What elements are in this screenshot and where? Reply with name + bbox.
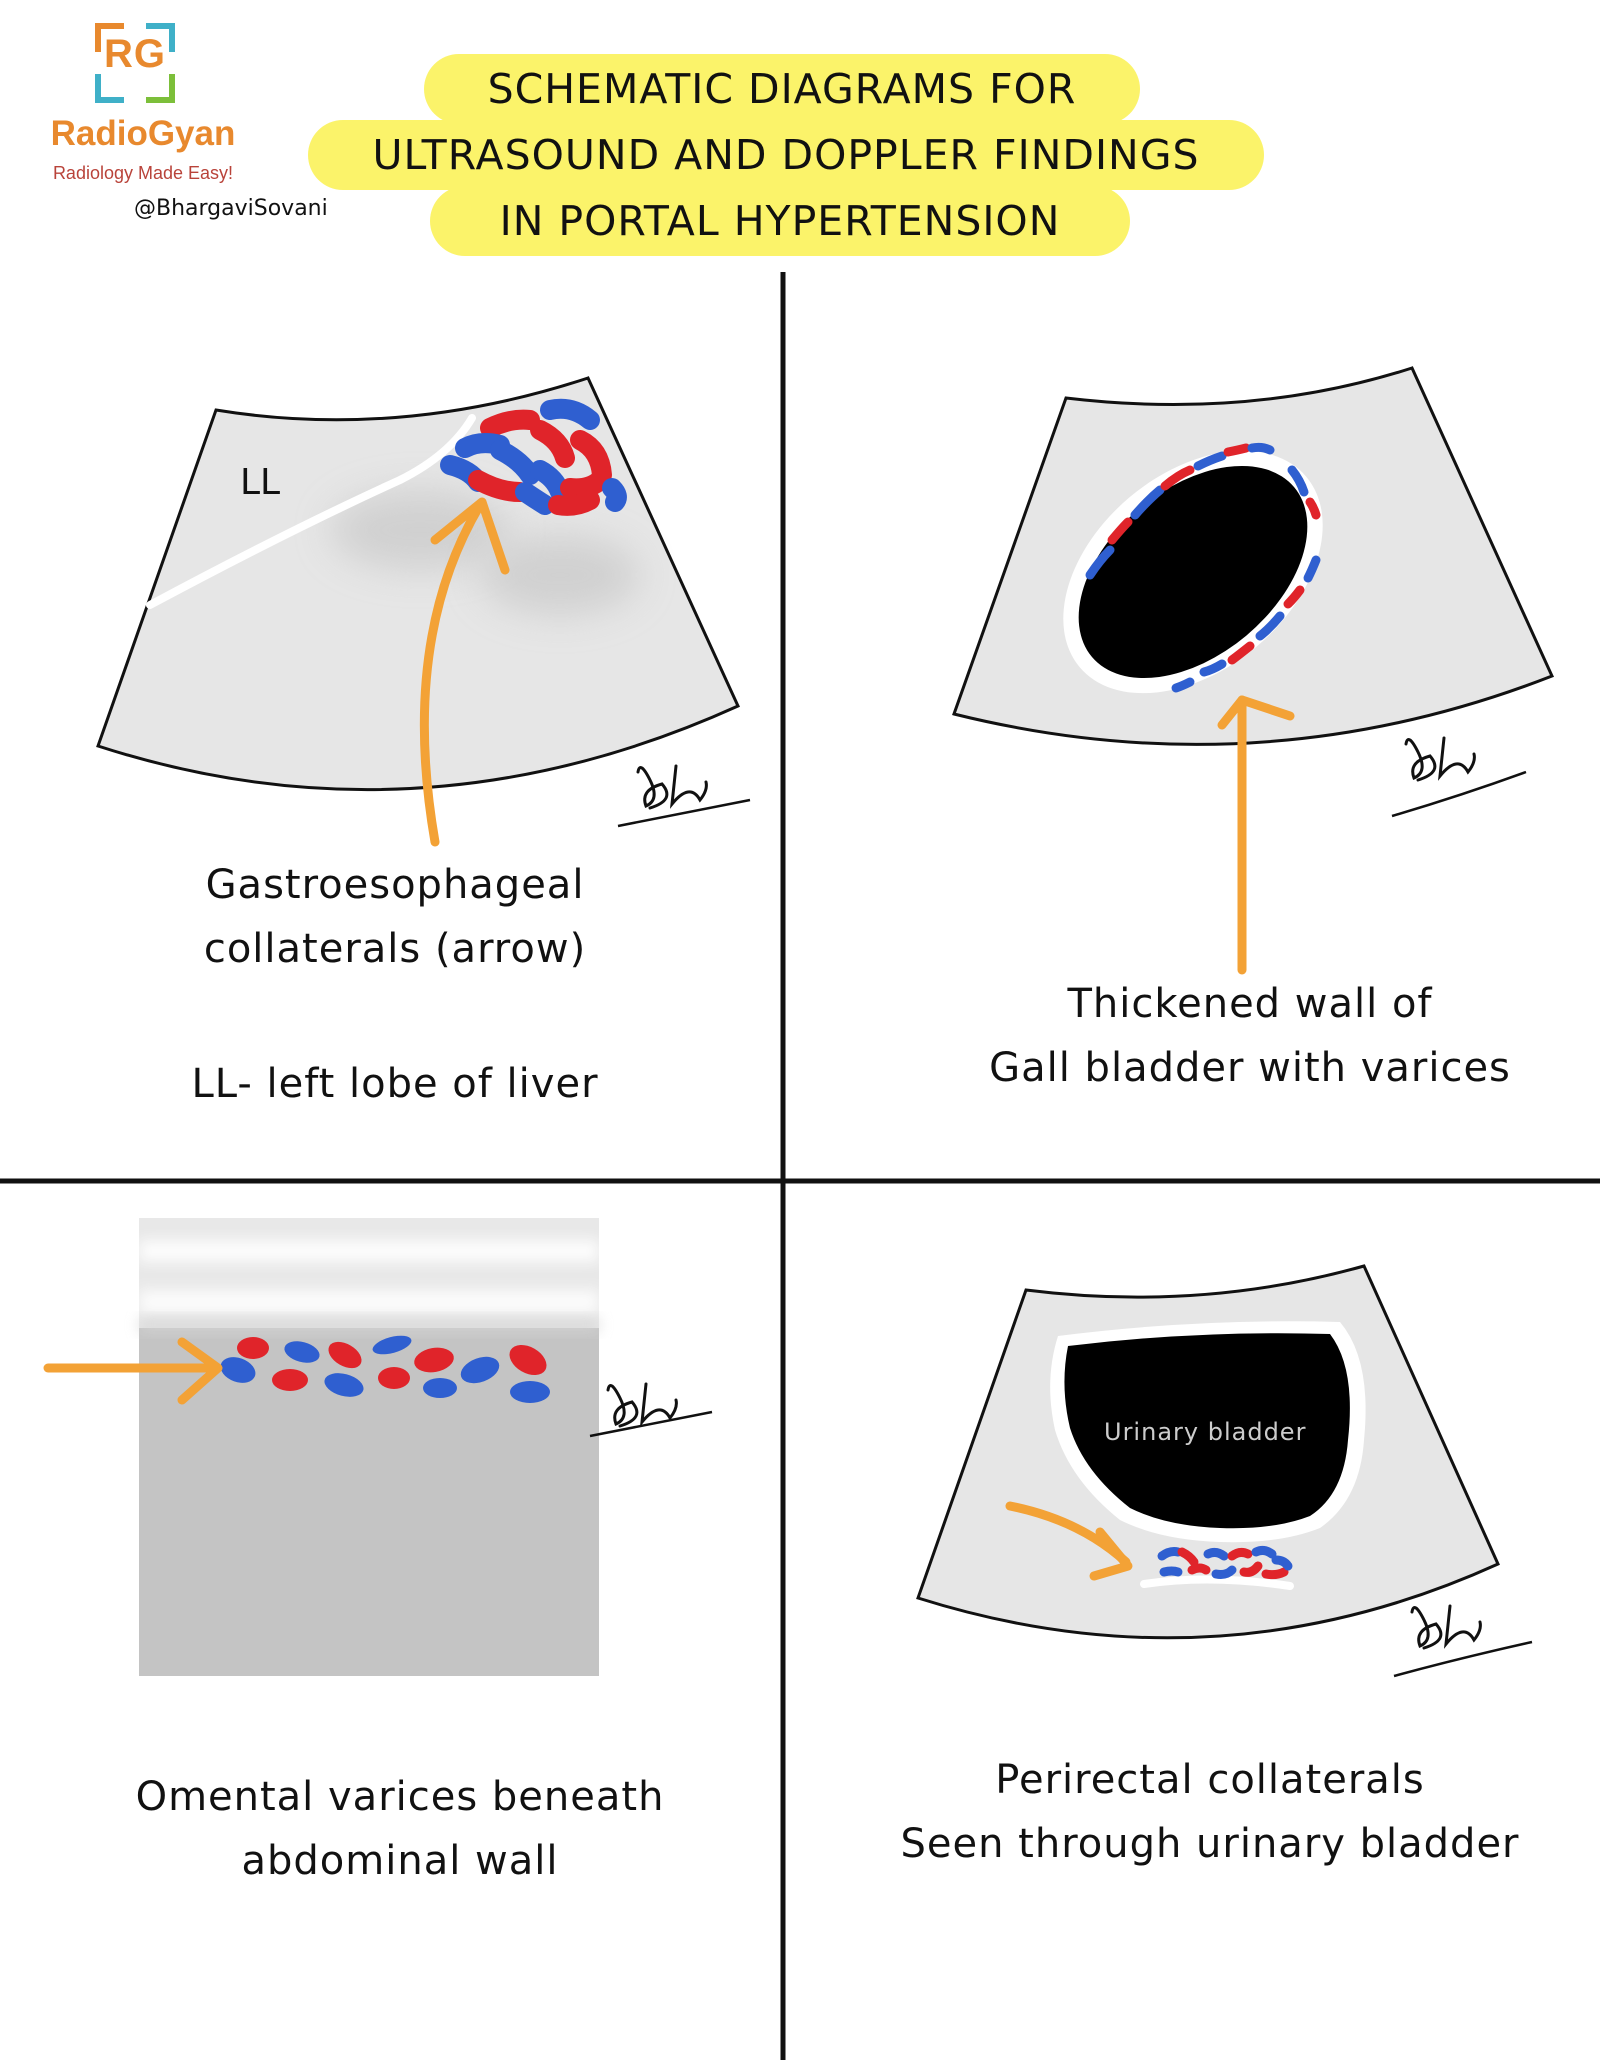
- caption-gallbladder: Thickened wall of Gall bladder with vari…: [950, 972, 1550, 1100]
- caption-line: abdominal wall: [241, 1838, 559, 1884]
- title-line-3: IN PORTAL HYPERTENSION: [430, 186, 1130, 256]
- bladder-lumen: [1064, 1333, 1350, 1529]
- caption-line: Thickened wall of: [1067, 981, 1433, 1027]
- omental-varices: [220, 1335, 550, 1403]
- liver-capsule-line: [146, 414, 476, 609]
- caption-line: Omental varices beneath: [135, 1774, 665, 1820]
- caption-gastroesophageal: Gastroesophageal collaterals (arrow): [120, 853, 670, 981]
- collateral-arrow: [419, 500, 485, 847]
- ll-label: LL: [240, 462, 280, 503]
- panel-top-right-ultrasound: [952, 366, 1555, 975]
- panel-bottom-right-ultrasound: Urinary bladder: [916, 1264, 1533, 1678]
- caption-line: Gall bladder with varices: [989, 1045, 1511, 1091]
- signature: [1391, 736, 1527, 818]
- urinary-bladder-label: Urinary bladder: [1104, 1418, 1306, 1446]
- caption-line: Perirectal collaterals: [995, 1757, 1425, 1803]
- author-handle: @BhargaviSovani: [134, 196, 328, 221]
- caption-perirectal: Perirectal collaterals Seen through urin…: [860, 1748, 1560, 1876]
- logo-brand-name: RadioGyan: [50, 114, 236, 153]
- signature: [617, 764, 751, 828]
- caption-line: LL- left lobe of liver: [191, 1061, 599, 1107]
- gallbladder-wall-varices: [1085, 442, 1321, 693]
- caption-line: collaterals (arrow): [203, 926, 587, 972]
- logo-tagline: Radiology Made Easy!: [52, 163, 234, 183]
- signature: [1393, 1604, 1533, 1678]
- gastroesophageal-collaterals: [440, 398, 627, 516]
- caption-line: Seen through urinary bladder: [900, 1821, 1520, 1867]
- panel-top-left-ultrasound: LL: [96, 376, 751, 847]
- signature: [589, 1382, 713, 1438]
- perirectal-collaterals: [1157, 1545, 1293, 1580]
- logo-frame-icon: [95, 23, 175, 103]
- caption-line: Gastroesophageal: [205, 862, 585, 908]
- title-line-1: SCHEMATIC DIAGRAMS FOR: [424, 54, 1140, 124]
- logo-letters: RG: [104, 32, 166, 76]
- panel-bottom-left-ultrasound: [43, 1218, 713, 1676]
- title-line-2: ULTRASOUND AND DOPPLER FINDINGS: [308, 120, 1264, 190]
- caption-omental: Omental varices beneath abdominal wall: [100, 1765, 700, 1893]
- perirectal-fat-line: [1140, 1575, 1294, 1590]
- caption-ll-note: LL- left lobe of liver: [120, 1052, 670, 1116]
